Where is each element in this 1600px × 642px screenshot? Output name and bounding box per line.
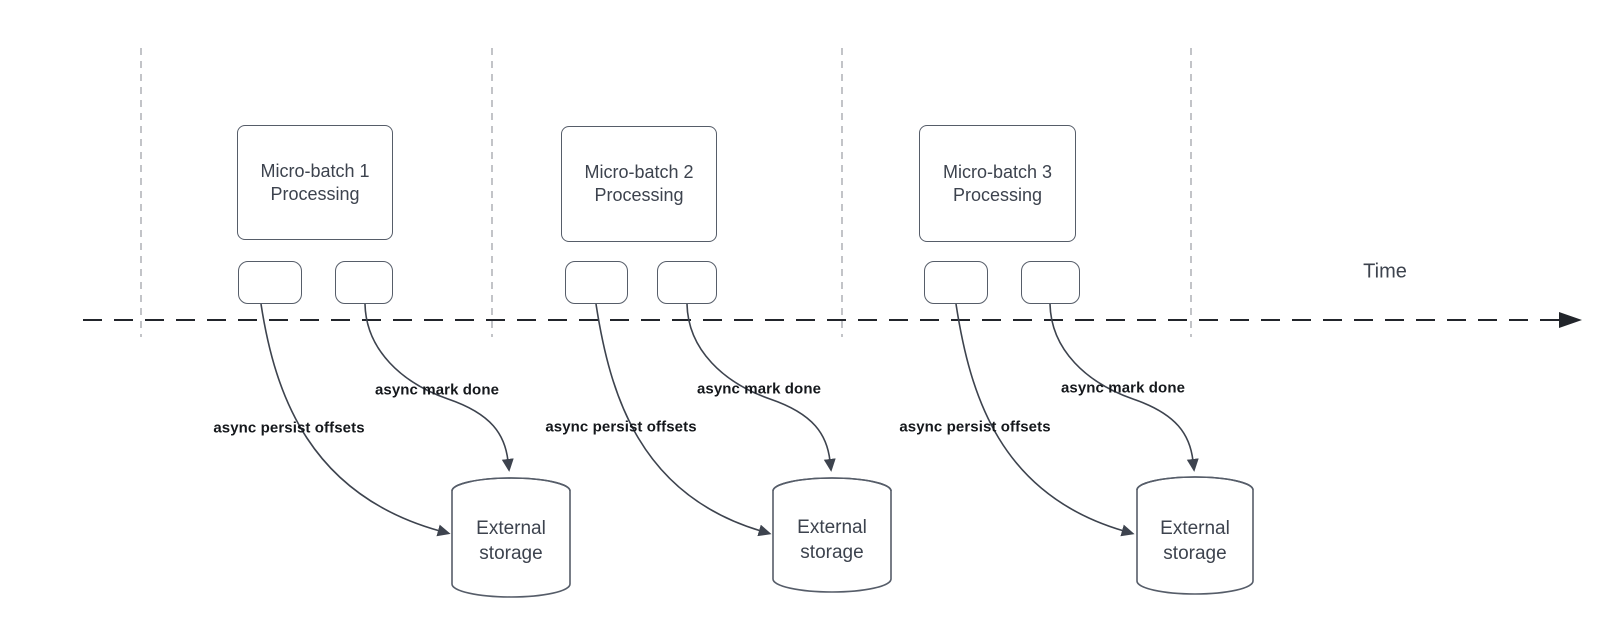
external-storage-label-2: External storage — [797, 515, 867, 565]
mark-done-label-3: async mark done — [1060, 379, 1186, 397]
persist-offsets-label-1: async persist offsets — [213, 419, 365, 437]
external-storage-label-3: External storage — [1160, 516, 1230, 566]
persist-offsets-label-3: async persist offsets — [899, 418, 1051, 436]
batch-1-commit-task-box — [335, 261, 393, 304]
mark-done-arrow-3 — [1049, 303, 1199, 472]
process-box-title-line1: Micro-batch 3 — [942, 161, 1053, 182]
batch-3-offset-task-box — [924, 261, 988, 304]
storage-label-line1: External — [1160, 518, 1230, 539]
batch-3-commit-task-box — [1021, 261, 1080, 304]
time-axis-arrowhead-icon — [1559, 312, 1582, 328]
storage-label-line2: storage — [800, 542, 864, 563]
micro-batch-3-processing-box: Micro-batch 3 Processing — [919, 125, 1076, 242]
storage-label-line1: External — [476, 518, 546, 539]
mark-done-label-1: async mark done — [374, 381, 500, 399]
process-box-title-line2: Processing — [594, 185, 684, 205]
process-box-title-line2: Processing — [952, 184, 1043, 205]
external-storage-cylinder-3 — [1136, 476, 1254, 595]
persist-offsets-label-2: async persist offsets — [545, 418, 697, 436]
external-storage-cylinder-2 — [772, 477, 892, 593]
mark-done-arrow-1 — [364, 303, 514, 472]
batch-1-offset-task-box — [238, 261, 302, 304]
process-box-title-line2: Processing — [270, 183, 360, 204]
process-box-title-line1: Micro-batch 2 — [584, 162, 694, 182]
persist-offsets-arrow-2 — [595, 303, 772, 537]
external-storage-cylinder-1 — [451, 477, 571, 598]
time-axis-label: Time — [1363, 260, 1407, 283]
micro-batch-1-processing-box: Micro-batch 1 Processing — [237, 125, 393, 240]
process-box-title-line1: Micro-batch 1 — [260, 160, 370, 181]
mark-done-label-2: async mark done — [696, 380, 822, 398]
batch-2-offset-task-box — [565, 261, 628, 304]
micro-batch-2-processing-box: Micro-batch 2 Processing — [561, 126, 717, 242]
storage-label-line1: External — [797, 517, 867, 538]
batch-2-commit-task-box — [657, 261, 717, 304]
storage-label-line2: storage — [479, 543, 543, 564]
external-storage-label-1: External storage — [476, 516, 546, 566]
persist-offsets-arrow-3 — [955, 303, 1135, 537]
storage-label-line2: storage — [1163, 543, 1227, 564]
mark-done-arrow-2 — [686, 303, 836, 472]
persist-offsets-arrow-1 — [260, 303, 451, 537]
